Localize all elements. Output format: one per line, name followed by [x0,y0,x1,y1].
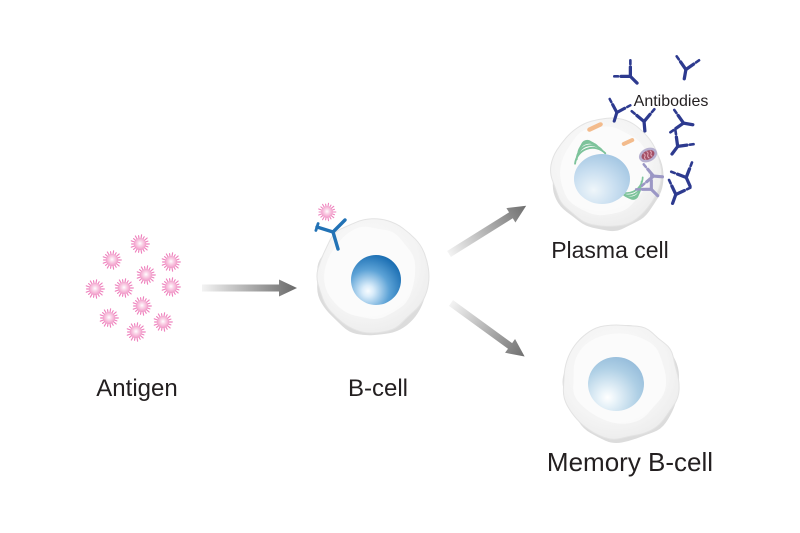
antigen-cluster [85,234,181,342]
b-cell-receptor [314,202,347,251]
antigen-particle [126,322,146,342]
antigen-particle [102,250,122,270]
antigen-particle [114,278,134,298]
antigen-particle [153,312,173,332]
memory-b-cell-nucleus [588,357,644,411]
plasma-cell-label: Plasma cell [551,237,669,263]
b-cell-label: B-cell [348,375,408,402]
arrow-shape [202,279,297,297]
receptor-bound-antigen [318,202,337,222]
plasma-cell-nucleus [574,154,630,204]
antigen-particle [132,296,152,316]
arrow-bcell-to-plasma [447,205,527,257]
antigen-particle [130,234,150,254]
antigen-particle [161,252,181,272]
arrow-shape [447,205,527,257]
antibody-icon [612,58,647,93]
memory-b-cell [562,324,680,444]
antibody-icon [661,128,696,163]
antigen-particle [85,279,105,299]
b-cell-nucleus [351,255,401,305]
antigen-particle [136,265,156,285]
antibody-icon [669,160,703,193]
plasma-cell [550,117,664,232]
b-cell-receptor-y [315,218,347,251]
mitochondrion-cristae [643,150,653,160]
arrow-shape [448,300,525,357]
antibody-icon [668,108,697,138]
antigen-particle [161,277,181,297]
antigen-label: Antigen [96,375,177,402]
antibodies-label: Antibodies [634,93,709,110]
arrow-bcell-to-memory [448,300,525,357]
b-cell [314,202,430,336]
memory-b-cell-label: Memory B-cell [547,447,713,477]
antigen-particle [99,308,119,328]
mitochondrion-icon [638,147,658,163]
arrow-antigen-to-bcell [202,279,297,297]
antibody-icon [671,54,701,83]
antibody-icon [660,178,692,209]
b-cell-receptor-cap [314,222,320,232]
